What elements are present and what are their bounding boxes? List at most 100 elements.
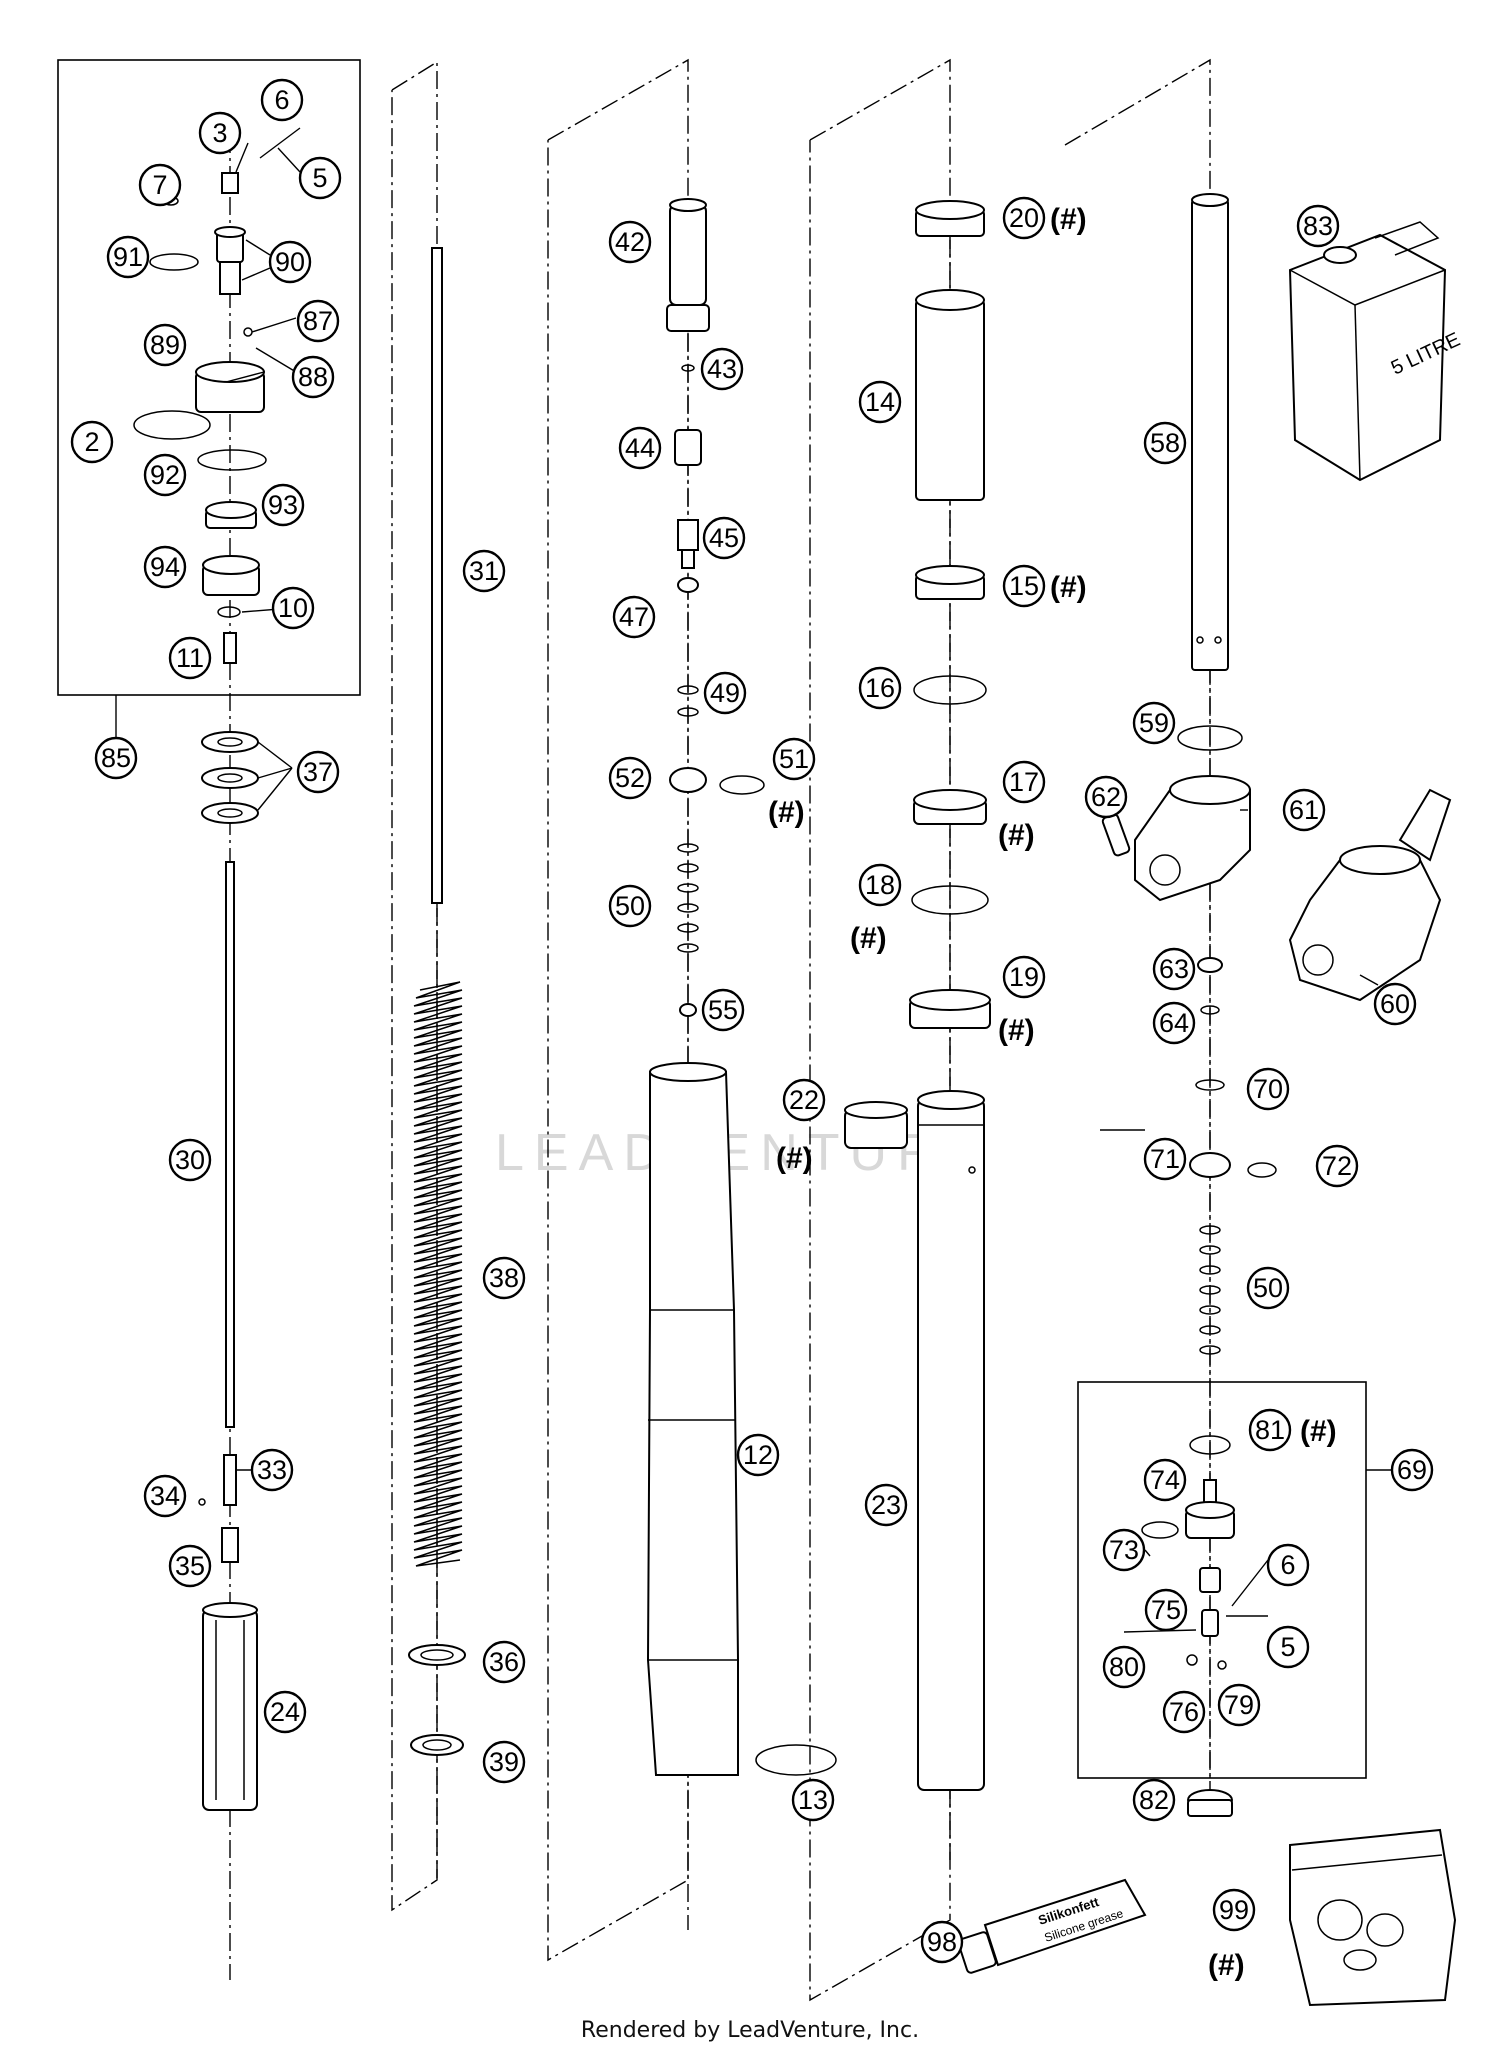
svg-text:75: 75 [1151,1595,1181,1625]
callout-88: 88 [291,355,335,399]
callout-71: 71 [1143,1137,1187,1181]
svg-text:23: 23 [871,1490,901,1520]
hash-22: (#) [776,1142,813,1175]
callout-55: 55 [701,988,745,1032]
svg-text:64: 64 [1159,1008,1189,1038]
callout-75: 75 [1144,1588,1188,1632]
svg-text:79: 79 [1224,1690,1254,1720]
hash-20: (#) [1050,203,1087,236]
svg-text:30: 30 [175,1145,205,1175]
callout-99: 99 [1212,1888,1256,1932]
callout-50b: 50 [1246,1266,1290,1310]
seal-kit-bag-99 [1289,1828,1457,2007]
callout-19: 19 [1002,955,1046,999]
svg-text:15: 15 [1009,571,1039,601]
callout-93: 93 [261,483,305,527]
callout-92: 92 [143,453,187,497]
callout-30: 30 [168,1138,212,1182]
callout-89: 89 [143,323,187,367]
callout-5a: 5 [298,156,342,200]
svg-text:73: 73 [1109,1535,1139,1565]
callout-72: 72 [1315,1144,1359,1188]
callout-11: 11 [168,636,212,680]
callout-87: 87 [296,299,340,343]
damper-parts [666,198,765,1017]
svg-text:63: 63 [1159,954,1189,984]
svg-text:51: 51 [779,744,809,774]
svg-text:70: 70 [1253,1074,1283,1104]
svg-text:88: 88 [298,362,328,392]
callout-2: 2 [70,420,114,464]
svg-text:19: 19 [1009,962,1039,992]
svg-text:13: 13 [798,1785,828,1815]
svg-text:69: 69 [1397,1455,1427,1485]
piston-rod-30 [198,861,258,1811]
valve-parts [1189,957,1277,1355]
svg-text:20: 20 [1009,203,1039,233]
callout-23: 23 [864,1483,908,1527]
svg-text:98: 98 [927,1927,957,1957]
svg-text:74: 74 [1150,1465,1180,1495]
svg-text:10: 10 [278,593,308,623]
hash-51: (#) [768,796,805,829]
svg-text:6: 6 [1280,1550,1295,1580]
svg-text:5: 5 [1280,1632,1295,1662]
svg-text:35: 35 [175,1551,205,1581]
svg-text:18: 18 [865,870,895,900]
svg-text:11: 11 [176,643,204,673]
callout-35: 35 [168,1544,212,1588]
callout-91: 91 [106,235,150,279]
callout-16: 16 [858,666,902,710]
callout-22: 22 [782,1078,826,1122]
callout-24: 24 [263,1690,307,1734]
svg-text:89: 89 [150,330,180,360]
outer-tube-12 [646,1062,908,1776]
spring-tube-31 [431,247,443,904]
callout-17: 17 [1002,760,1046,804]
callout-73: 73 [1102,1528,1146,1572]
callout-69: 69 [1390,1448,1434,1492]
callout-76: 76 [1162,1690,1206,1734]
oil-container-83: 5 LITRE [1288,221,1464,482]
hash-99: (#) [1208,1949,1245,1982]
svg-text:91: 91 [113,242,143,272]
svg-text:72: 72 [1322,1151,1352,1181]
callout-98: 98 [920,1920,964,1964]
svg-text:50: 50 [1253,1273,1283,1303]
svg-text:55: 55 [708,995,738,1025]
callout-10: 10 [271,586,315,630]
svg-text:82: 82 [1139,1785,1169,1815]
callout-64: 64 [1152,1001,1196,1045]
svg-text:92: 92 [150,460,180,490]
callout-74: 74 [1143,1458,1187,1502]
watermark: LEADVENTURE [495,1124,989,1182]
callout-50a: 50 [608,884,652,928]
svg-text:60: 60 [1380,989,1410,1019]
callout-36: 36 [482,1640,526,1684]
callout-38: 38 [482,1256,526,1300]
callout-5b: 5 [1266,1625,1310,1669]
svg-text:38: 38 [489,1263,519,1293]
svg-text:61: 61 [1289,795,1319,825]
callout-18: 18 [858,863,902,907]
callout-52: 52 [608,756,652,800]
callout-3: 3 [198,111,242,155]
callout-14: 14 [858,380,902,424]
svg-text:12: 12 [743,1440,773,1470]
svg-text:36: 36 [489,1647,519,1677]
svg-text:58: 58 [1150,428,1180,458]
callout-15: 15 [1002,564,1046,608]
svg-text:62: 62 [1091,782,1121,812]
hash-81: (#) [1300,1415,1337,1448]
callout-63: 63 [1152,947,1196,991]
callout-58: 58 [1143,421,1187,465]
callout-6b: 6 [1266,1543,1310,1587]
svg-text:90: 90 [275,247,305,277]
svg-text:93: 93 [268,490,298,520]
callout-61: 61 [1282,788,1326,832]
callout-44: 44 [618,426,662,470]
callout-6a: 6 [260,78,304,122]
svg-text:85: 85 [101,743,131,773]
grease-tube-98: Silikonfett Silicone grease [957,1878,1147,1974]
